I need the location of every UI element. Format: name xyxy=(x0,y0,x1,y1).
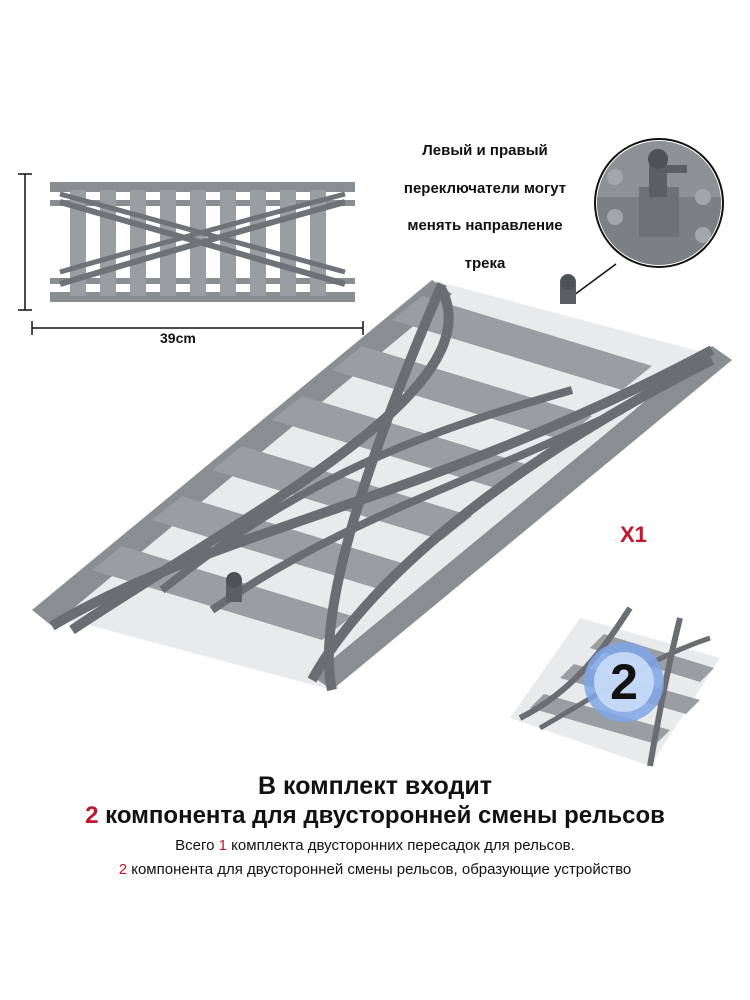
badge-number: 2 xyxy=(610,654,638,710)
caption-text: компонента для двусторонней смены рельсо… xyxy=(98,802,665,829)
caption-number: 1 xyxy=(218,837,228,854)
width-dimension-line xyxy=(31,321,364,335)
note-line: менять направление xyxy=(407,217,563,234)
caption-title: В комплект входит xyxy=(258,772,492,800)
quantity-label: X1 xyxy=(620,522,647,547)
switch-note: Левый и правый переключатели могут менят… xyxy=(385,132,585,282)
caption-number: 2 xyxy=(85,802,99,829)
caption-detail: 2 компонента для двусторонней смены рель… xyxy=(0,858,750,882)
width-label: 39cm xyxy=(160,330,196,346)
caption-subtitle: 2 компонента для двусторонней смены рель… xyxy=(0,800,750,832)
gear-badge-icon xyxy=(584,642,664,722)
caption-text: комплекта двусторонних пересадок для рел… xyxy=(227,837,575,854)
caption-number: 2 xyxy=(118,861,128,878)
captions: В комплект входит 2 компонента для двуст… xyxy=(0,768,750,882)
pointer-line xyxy=(569,263,617,299)
crossover-track-image xyxy=(32,274,732,692)
note-line: переключатели могут xyxy=(403,179,567,197)
thumbnail-track-image xyxy=(40,172,365,314)
note-line: трека xyxy=(464,254,506,272)
caption-text: компонента для двусторонней смены рельсо… xyxy=(127,861,632,878)
switch-lever-closeup-icon xyxy=(594,138,724,268)
height-dimension-line xyxy=(18,173,32,311)
caption-text: Всего xyxy=(175,837,219,854)
caption-detail: Всего 1 комплекта двусторонних пересадок… xyxy=(0,834,750,858)
note-line: Левый и правый xyxy=(422,142,548,159)
